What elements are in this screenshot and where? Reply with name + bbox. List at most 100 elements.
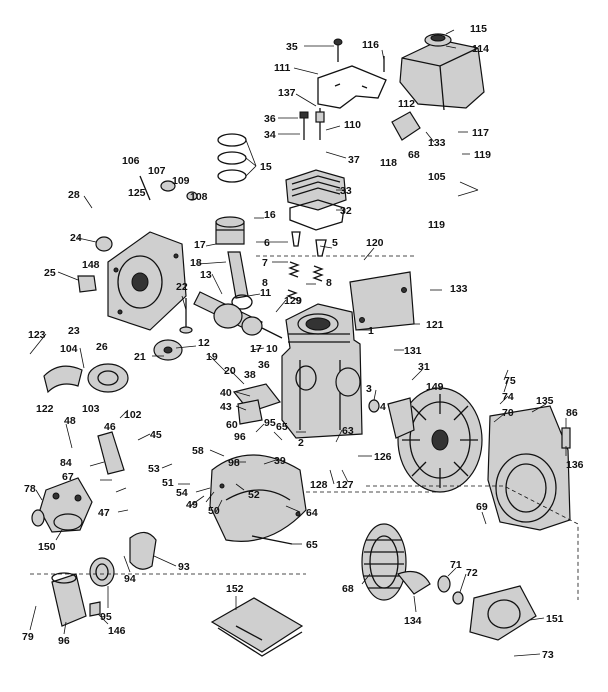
label-109: 109 [172,175,190,187]
part-labels: 115 114 35 116 111 112 133 117 137 36 34… [22,23,584,661]
label-104: 104 [60,343,78,355]
label-133-top: 133 [428,137,446,149]
label-52: 52 [248,489,260,501]
label-34: 34 [264,129,276,141]
rotating-screen [361,523,407,601]
label-4: 4 [380,401,386,413]
label-17-lower: 17 [250,343,262,355]
nut-72 [452,591,464,605]
label-3: 3 [366,383,372,395]
label-43: 43 [220,401,232,413]
drain-plug [77,275,97,293]
valves [179,298,193,334]
label-12: 12 [198,337,210,349]
label-117: 117 [472,127,489,139]
label-116: 116 [362,39,379,51]
label-38: 38 [244,369,256,381]
label-134: 134 [404,615,422,627]
label-115: 115 [470,23,487,35]
label-111: 111 [274,62,291,74]
piston-rings [217,133,247,183]
label-63: 63 [342,425,354,437]
label-5: 5 [332,237,338,249]
label-128: 128 [310,479,328,491]
label-75: 75 [504,375,516,387]
bracket-46 [97,431,125,475]
label-1: 1 [368,325,374,337]
label-148: 148 [82,259,100,271]
label-78: 78 [24,483,36,495]
label-17-upper: 17 [194,239,206,251]
label-102: 102 [124,409,142,421]
washer-71 [437,575,451,593]
label-39: 39 [274,455,286,467]
label-49: 49 [186,499,198,511]
head-gasket [289,199,345,231]
label-46: 46 [104,421,116,433]
label-71: 71 [450,559,462,571]
label-40-upper: 40 [220,387,232,399]
label-119-lower: 119 [428,219,445,231]
label-95-lower: 95 [100,611,112,623]
flywheel-key [368,399,380,413]
label-94: 94 [124,573,136,585]
label-112: 112 [398,98,415,110]
label-19: 19 [206,351,218,363]
cylinder-head [285,169,347,211]
label-136: 136 [566,459,584,471]
label-8-lower: 8 [326,277,332,289]
starter-cup [469,585,537,641]
label-105: 105 [428,171,446,183]
fuel-bowl-fitting [31,509,45,527]
label-123: 123 [28,329,46,341]
tank-bracket [317,65,387,109]
oil-seal [95,236,113,252]
label-135: 135 [536,395,554,407]
label-2: 2 [298,437,304,449]
label-53: 53 [148,463,160,475]
label-96-mid: 96 [234,431,246,443]
muffler-flange [232,383,281,425]
label-122: 122 [36,403,54,415]
gasket-93 [129,531,157,570]
label-79: 79 [22,631,34,643]
label-133-mid: 133 [450,283,468,295]
label-22: 22 [176,281,188,293]
parts-artwork [30,33,579,657]
label-98: 98 [228,457,240,469]
governor-parts [139,175,198,201]
cam-103 [87,363,129,393]
bolts-upper [299,38,385,140]
carburetor [39,477,93,533]
label-129: 129 [284,295,302,307]
label-47: 47 [98,507,110,519]
label-127: 127 [336,479,354,491]
label-28: 28 [68,189,80,201]
label-114: 114 [472,43,489,55]
label-64: 64 [306,507,318,519]
label-48: 48 [64,415,76,427]
label-96-lower: 96 [58,635,70,647]
label-106-top: 106 [122,155,140,167]
label-120: 120 [366,237,384,249]
label-8-upper: 8 [262,277,268,289]
cam-122 [43,365,83,394]
piston [215,216,245,245]
label-36-top: 36 [264,113,276,125]
label-50: 50 [208,505,220,517]
label-51: 51 [162,477,174,489]
label-45: 45 [150,429,162,441]
label-126: 126 [374,451,392,463]
crankshaft [193,291,283,339]
label-151: 151 [546,613,564,625]
cup-96 [51,572,87,627]
blower-housing-guard [209,454,307,545]
label-86: 86 [566,407,578,419]
label-150: 150 [38,541,56,553]
label-16: 16 [264,209,276,221]
label-24: 24 [70,232,82,244]
label-84: 84 [60,457,72,469]
label-31: 31 [418,361,430,373]
guard-134 [397,571,431,595]
label-70: 70 [502,407,514,419]
